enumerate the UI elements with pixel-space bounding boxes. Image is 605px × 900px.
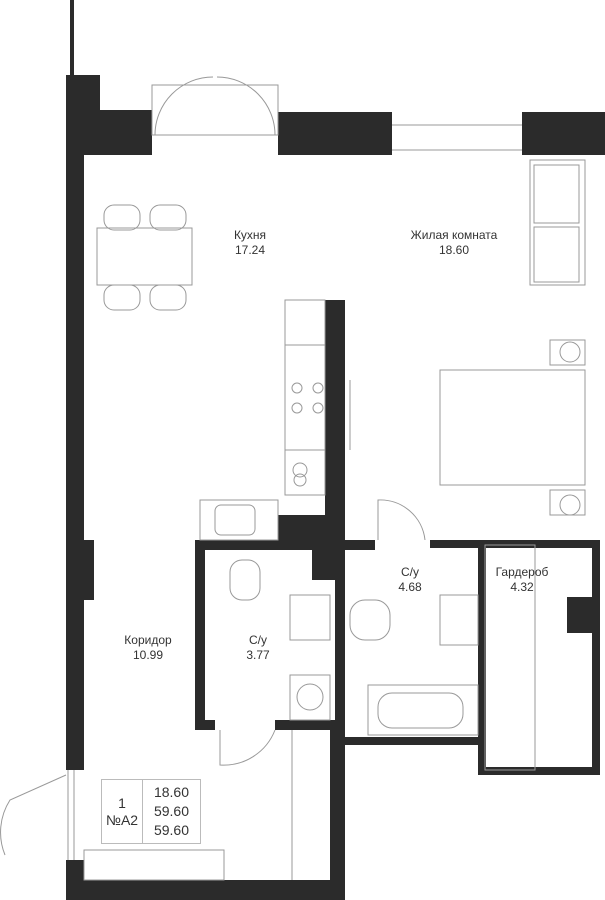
room-area: 18.60: [438, 243, 470, 257]
unit-number: №А2: [105, 811, 139, 828]
room-area: 3.77: [246, 648, 270, 662]
room-area: 10.99: [132, 648, 164, 662]
room-name: Гардероб: [495, 565, 549, 579]
room-name: Коридор: [124, 633, 172, 647]
room-name: Жилая комната: [410, 228, 498, 242]
room-area: 17.24: [234, 243, 266, 257]
legend-value: 59.60: [153, 822, 190, 838]
floor-number: 1: [118, 794, 126, 811]
fixtures: [0, 76, 586, 881]
walls: [66, 0, 605, 900]
room-area: 4.68: [398, 580, 422, 594]
legend-value: 18.60: [153, 784, 190, 800]
legend-value: 59.60: [153, 803, 190, 819]
room-name: С/у: [401, 565, 419, 579]
room-name: С/у: [249, 633, 267, 647]
room-area: 4.32: [510, 580, 534, 594]
room-name: Кухня: [233, 228, 267, 242]
